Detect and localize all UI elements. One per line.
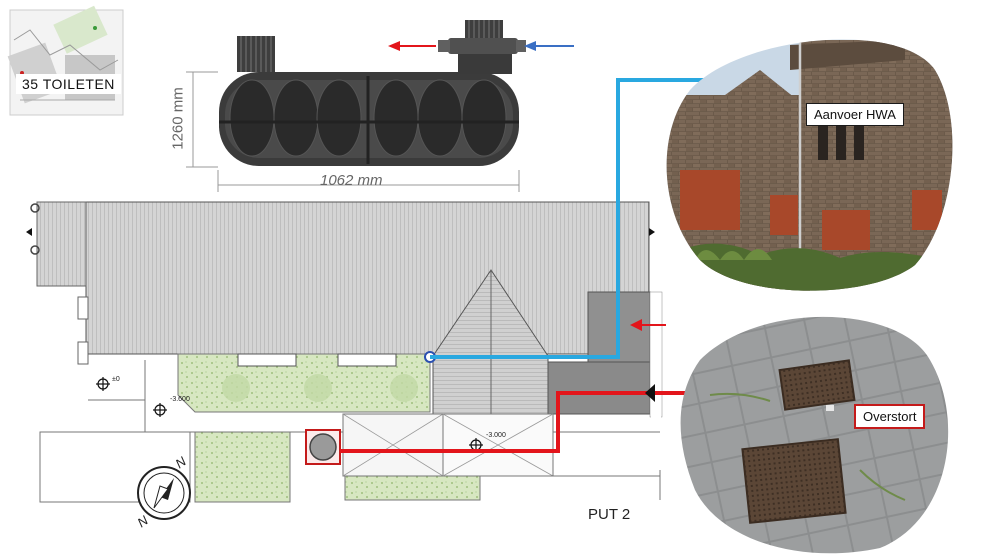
level-label-zero: ±0 [112,376,120,383]
facade-photo [666,39,953,291]
tank-height-label: 1260 mm [169,87,187,150]
facade-callout: Aanvoer HWA [806,103,904,126]
floor-plan [26,201,663,503]
tank-length-label: 1062 mm [320,172,383,189]
site-thumbnail [7,5,124,116]
level-marker-icon [96,377,483,452]
pavement-photo [680,316,949,554]
overflow-pipe [340,391,680,453]
north-compass-icon [137,466,191,520]
pavement-callout: Overstort [854,404,926,429]
put-label: PUT 2 [588,506,631,523]
level-label-mid: -3.000 [486,432,506,439]
flow-arrow-icon [388,41,574,51]
rainwater-tank [186,20,526,192]
level-label-low: -3.600 [170,396,190,403]
thumbnail-label: 35 TOILETEN [16,74,121,94]
